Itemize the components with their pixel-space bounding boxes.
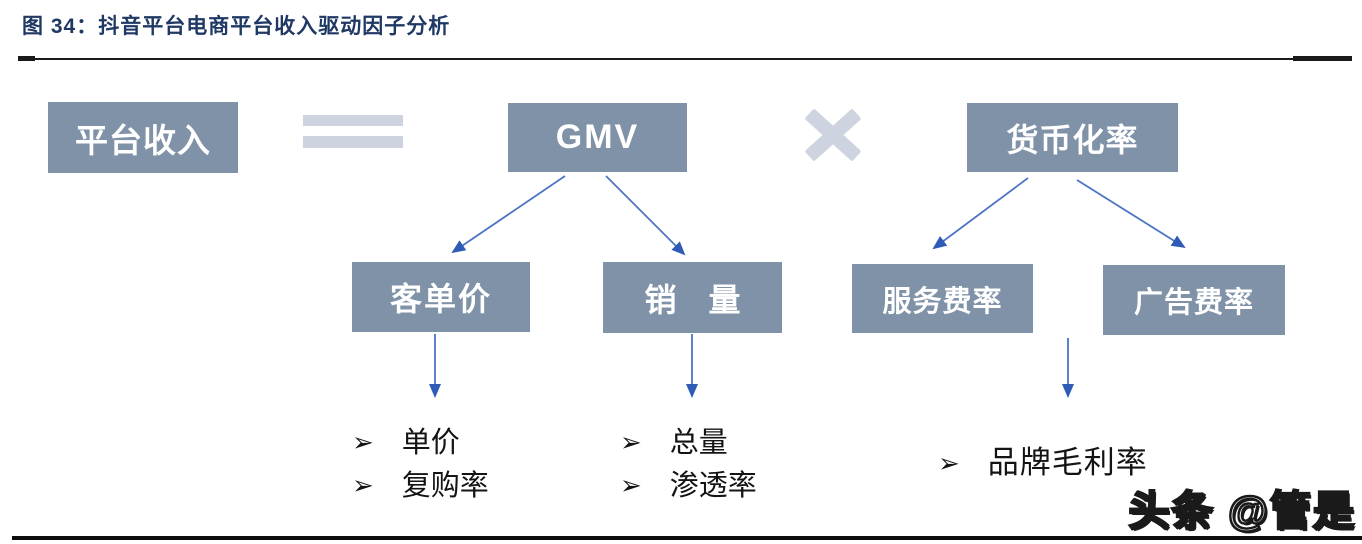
node-ad-fee-rate: 广告费率: [1103, 265, 1285, 335]
arrow-monetization-to-ad-fee: [1076, 179, 1186, 249]
node-sales-volume: 销 量: [603, 262, 782, 333]
arrow-bullet-icon: ➢: [352, 469, 374, 500]
list-under-sales-volume: ➢ 总量 ➢ 渗透率: [620, 427, 757, 514]
equals-sign: [303, 115, 403, 148]
bottom-border: [12, 536, 1362, 540]
list-item: ➢ 总量: [620, 427, 757, 460]
list-item: ➢ 品牌毛利率: [938, 445, 1148, 480]
list-item-label: 单价: [401, 427, 460, 459]
divider-thick-segment-right: [1293, 56, 1352, 61]
divider-thick-segment-left: [18, 56, 35, 61]
node-gmv: GMV: [508, 103, 687, 172]
node-service-fee-rate: 服务费率: [852, 264, 1033, 333]
multiply-sign: [808, 112, 858, 158]
list-item-label: 渗透率: [669, 469, 757, 502]
list-under-avg-order-value: ➢ 单价 ➢ 复购率: [352, 427, 489, 514]
list-item-label: 品牌毛利率: [987, 445, 1148, 480]
arrow-bullet-icon: ➢: [620, 469, 642, 500]
list-item-label: 复购率: [401, 469, 489, 502]
title-divider: [18, 56, 1352, 61]
arrow-gmv-to-sales-volume: [605, 175, 686, 256]
list-under-monetization: ➢ 品牌毛利率: [938, 445, 1148, 491]
arrow-bullet-icon: ➢: [938, 448, 960, 478]
figure-title: 图 34：抖音平台电商平台收入驱动因子分析: [22, 15, 451, 38]
node-monetization-rate: 货币化率: [967, 103, 1178, 172]
arrow-bullet-icon: ➢: [620, 427, 642, 457]
list-item: ➢ 单价: [352, 427, 489, 460]
node-platform-revenue: 平台收入: [48, 102, 238, 173]
watermark: 头条 @管是: [1127, 487, 1356, 535]
arrow-bullet-icon: ➢: [352, 427, 374, 457]
list-item: ➢ 复购率: [352, 469, 489, 503]
node-avg-order-value: 客单价: [352, 262, 530, 332]
arrow-gmv-to-avg-order-value: [451, 175, 566, 254]
list-item: ➢ 渗透率: [620, 469, 757, 503]
list-item-label: 总量: [669, 427, 728, 459]
arrow-monetization-to-service-fee: [932, 177, 1029, 250]
